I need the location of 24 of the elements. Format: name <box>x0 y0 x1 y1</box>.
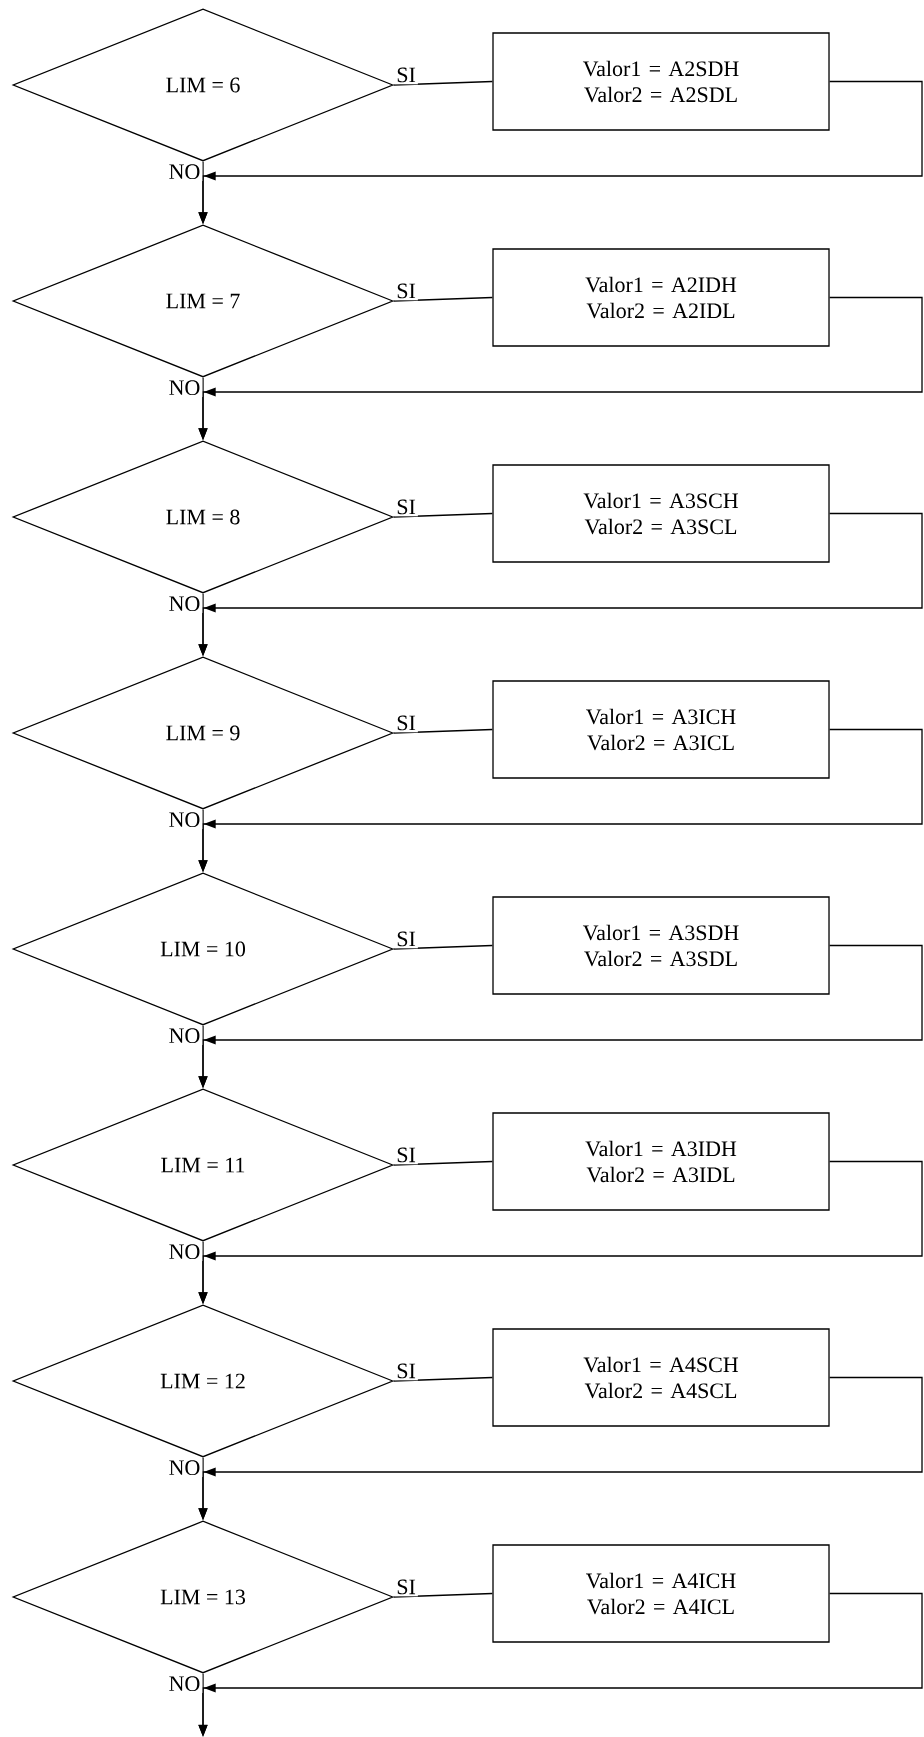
edge-label: NO <box>166 594 203 614</box>
edge-label: NO <box>166 1674 203 1694</box>
process-box: Valor1 = A4SCH Valor2 = A4SCL <box>492 1328 830 1427</box>
edge-label: NO <box>166 1026 203 1046</box>
edge-label: SI <box>394 281 418 301</box>
edge-label: SI <box>394 1145 418 1165</box>
process-box: Valor1 = A2SDH Valor2 = A2SDL <box>492 32 830 131</box>
edge-label: SI <box>394 497 418 517</box>
edge-label: SI <box>394 929 418 949</box>
edge-label: SI <box>394 1577 418 1597</box>
edge-label: NO <box>166 1458 203 1478</box>
process-box: Valor1 = A3IDH Valor2 = A3IDL <box>492 1112 830 1211</box>
edge-label: NO <box>166 1242 203 1262</box>
edge-label: NO <box>166 378 203 398</box>
process-box: Valor1 = A2IDH Valor2 = A2IDL <box>492 248 830 347</box>
process-box: Valor1 = A3SDH Valor2 = A3SDL <box>492 896 830 995</box>
edge-label: SI <box>394 713 418 733</box>
edge-label: NO <box>166 810 203 830</box>
process-box: Valor1 = A3ICH Valor2 = A3ICL <box>492 680 830 779</box>
edge-label: SI <box>394 65 418 85</box>
edge-label: NO <box>166 162 203 182</box>
process-box: Valor1 = A4ICH Valor2 = A4ICL <box>492 1544 830 1643</box>
edge-label: SI <box>394 1361 418 1381</box>
process-box: Valor1 = A3SCH Valor2 = A3SCL <box>492 464 830 563</box>
